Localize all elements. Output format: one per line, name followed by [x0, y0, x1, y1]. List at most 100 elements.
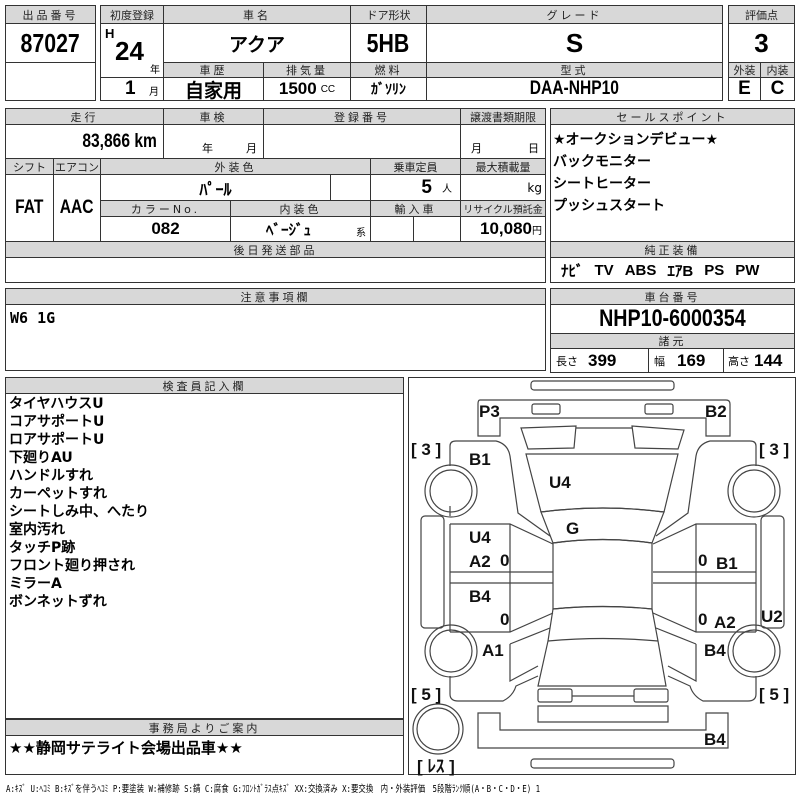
- rear-bumper: [477, 712, 729, 749]
- tire-front-right-tread: [ 3 ]: [759, 440, 789, 459]
- mark-rear-right-door: A2: [714, 613, 736, 632]
- year-value: 24: [115, 36, 144, 66]
- equipment-item: ABS: [624, 261, 657, 279]
- ext-color: ﾊﾟｰﾙ: [100, 174, 331, 201]
- ext-score: E: [728, 77, 761, 101]
- transfer-value: 月 日: [460, 124, 546, 159]
- headlight-left: [531, 403, 561, 415]
- door-zero: 0: [500, 551, 509, 570]
- door-label: ドア形状: [350, 5, 427, 24]
- taillight-right: [633, 688, 669, 703]
- equipment-item: ｴｱB: [667, 262, 694, 280]
- sales-point: バックモニター: [553, 154, 651, 170]
- aircon-label: エアコン: [53, 158, 101, 175]
- notes-value: W6 1G: [10, 309, 56, 327]
- first-reg-month: 1 月: [100, 77, 164, 101]
- wheel-front-left-icon: [424, 464, 478, 518]
- later-parts-label: 後日発送部品: [5, 241, 546, 258]
- inspector-note: 下廻りAU: [9, 450, 73, 466]
- import-label: 輸入車: [370, 200, 461, 217]
- color-no: 082: [100, 216, 231, 242]
- width-value: 169: [677, 350, 706, 370]
- wheel-rear-right-icon: [727, 624, 781, 678]
- office-label: 事務局よりご案内: [5, 719, 404, 736]
- front-left-fender: [449, 440, 551, 537]
- fuel-label: 燃料: [350, 62, 427, 78]
- lot-blank: [5, 62, 96, 101]
- model-label: 型式: [426, 62, 723, 78]
- inspection-value: 年 月: [163, 124, 264, 159]
- inspector-note: コアサポートU: [9, 414, 105, 430]
- lot-number-value: 87027: [20, 27, 81, 58]
- chassis-number: NHP10-6000354: [550, 304, 795, 334]
- left-doors: [449, 523, 554, 633]
- length-value: 399: [588, 350, 617, 370]
- door-zero: 0: [698, 610, 707, 629]
- inspector-note: ミラーA: [9, 576, 62, 592]
- inspector-note: シートしみ中、へたり: [9, 504, 149, 520]
- import-cell-1: [370, 216, 414, 242]
- sales-points-label: セールスポイント: [550, 108, 795, 125]
- equipment-item: ﾅﾋﾞ: [561, 262, 584, 280]
- car-diagram-svg: P3 B2 B1 U4 G U4 A2 B4 A1 B1 A2 U2 B4 B4…: [411, 380, 789, 776]
- mark-front-bumper-right: B2: [705, 402, 727, 421]
- height-value: 144: [754, 350, 783, 370]
- mark-front-right-door: B1: [716, 554, 738, 573]
- mark-rear-right-fender: B4: [704, 641, 726, 660]
- right-sill: [760, 515, 785, 629]
- grade-label: グレード: [426, 5, 723, 24]
- tire-rear-left-tread: [ 5 ]: [411, 685, 441, 704]
- recycle-label: リサイクル預託金: [460, 200, 546, 217]
- equipment-item: TV: [594, 261, 614, 279]
- door-zero: 0: [500, 610, 509, 629]
- mark-front-left-door-2: A2: [469, 552, 491, 571]
- fuel: ｶﾞｿﾘﾝ: [350, 77, 427, 101]
- sales-point: ★オークションデビュー★: [553, 132, 719, 148]
- aircon-value: AAC: [60, 197, 94, 218]
- mark-hood: U4: [549, 473, 571, 492]
- legend: A:ｷｽﾞ U:ﾍｺﾐ B:ｷｽﾞを伴うﾍｺﾐ P:要塗装 W:補修跡 S:錆 …: [6, 784, 541, 795]
- front-bumper-bar: [530, 380, 675, 391]
- sales-point: シートヒーター: [553, 176, 651, 192]
- car-name: アクア: [163, 23, 351, 63]
- displacement-label: 排気量: [263, 62, 351, 78]
- displacement-unit: CC: [320, 83, 336, 95]
- aircon: AAC: [53, 174, 101, 242]
- int-score: C: [760, 77, 795, 101]
- inspection-month-unit: 月: [246, 142, 257, 155]
- int-color-label: 内装色: [230, 200, 371, 217]
- door-type: 5HB: [350, 23, 427, 63]
- shift-label: シフト: [5, 158, 54, 175]
- front-right-fender: [655, 440, 757, 537]
- wheel-front-right-icon: [727, 464, 781, 518]
- spare-tire-icon: [412, 703, 464, 755]
- right-doors: [652, 523, 757, 633]
- inspector-box: タイヤハウスU コアサポートU ロアサポートU 下廻りAU ハンドルすれ カーペ…: [5, 393, 404, 719]
- transfer-day-unit: 日: [528, 142, 539, 155]
- mark-rear-left-door: B4: [469, 587, 491, 606]
- inspection-label: 車検: [163, 108, 264, 125]
- equipment-label: 純正装備: [550, 241, 795, 258]
- inspector-label: 検査員記入欄: [5, 377, 404, 394]
- lot-label: 出品番号: [5, 5, 96, 24]
- tire-rear-right-tread: [ 5 ]: [759, 685, 789, 704]
- inspection-year-unit: 年: [202, 142, 213, 155]
- specs-label: 諸元: [550, 333, 795, 349]
- mark-front-left-fender: B1: [469, 450, 491, 469]
- inspector-note: タイヤハウスU: [9, 396, 104, 412]
- mark-front-bumper-left: P3: [479, 402, 500, 421]
- mileage: 83,866 km: [5, 124, 164, 159]
- mark-rear-bumper: B4: [704, 730, 726, 749]
- notes-label: 注意事項欄: [5, 288, 546, 305]
- lot-number: 87027: [5, 23, 96, 63]
- door-value: 5HB: [367, 27, 410, 58]
- notes-box: W6 1G: [5, 304, 546, 371]
- roof: [552, 538, 653, 610]
- grade: S: [426, 23, 723, 63]
- inspector-note: フロント廻り押され: [9, 558, 135, 574]
- recycle-value: 10,080: [480, 219, 532, 238]
